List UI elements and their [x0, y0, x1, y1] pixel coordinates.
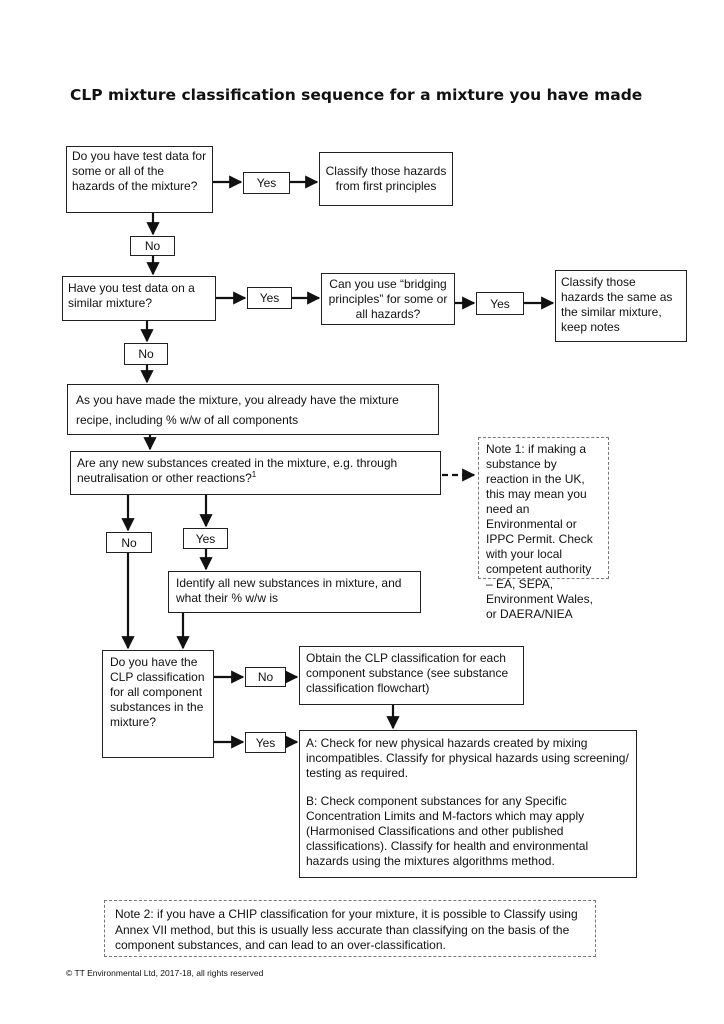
check-a-text: A: Check for new physical hazards create… — [306, 736, 629, 780]
q-new-substances-box: Are any new substances created in the mi… — [70, 451, 441, 495]
footnote-ref-1: 1 — [251, 470, 257, 479]
yes-label-1: Yes — [243, 172, 290, 194]
check-b-text: B: Check component substances for any Sp… — [306, 794, 589, 868]
q-test-data-box: Do you have test data for some or all of… — [66, 146, 213, 213]
no-label-1: No — [130, 236, 175, 256]
classify-same-box: Classify those hazards the same as the s… — [555, 270, 687, 342]
yes-label-5: Yes — [245, 732, 286, 753]
copyright-footer: © TT Environmental Ltd, 2017-18, all rig… — [66, 968, 264, 978]
recipe-box: As you have made the mixture, you alread… — [67, 384, 439, 435]
note2-box: Note 2: if you have a CHIP classificatio… — [104, 900, 596, 957]
yes-label-4: Yes — [183, 528, 228, 549]
yes-label-3: Yes — [476, 292, 524, 315]
q-similar-mixture-box: Have you test data on a similar mixture? — [62, 276, 216, 321]
no-label-3: No — [106, 532, 152, 553]
yes-label-2: Yes — [247, 287, 292, 309]
checks-box: A: Check for new physical hazards create… — [299, 730, 637, 878]
recipe-text: As you have made the mixture, you alread… — [76, 393, 399, 427]
no-label-2: No — [124, 343, 168, 365]
q-new-substances-text: Are any new substances created in the mi… — [77, 456, 398, 485]
q-bridging-box: Can you use “bridging principles” for so… — [321, 273, 455, 325]
identify-new-box: Identify all new substances in mixture, … — [168, 571, 421, 613]
q-have-clp-box: Do you have the CLP classification for a… — [102, 650, 214, 758]
note1-box: Note 1: if making a substance by reactio… — [478, 437, 609, 621]
page-title: CLP mixture classification sequence for … — [70, 86, 643, 104]
obtain-clp-box: Obtain the CLP classification for each c… — [299, 646, 524, 705]
classify-first-principles-box: Classify those hazards from first princi… — [319, 152, 453, 206]
